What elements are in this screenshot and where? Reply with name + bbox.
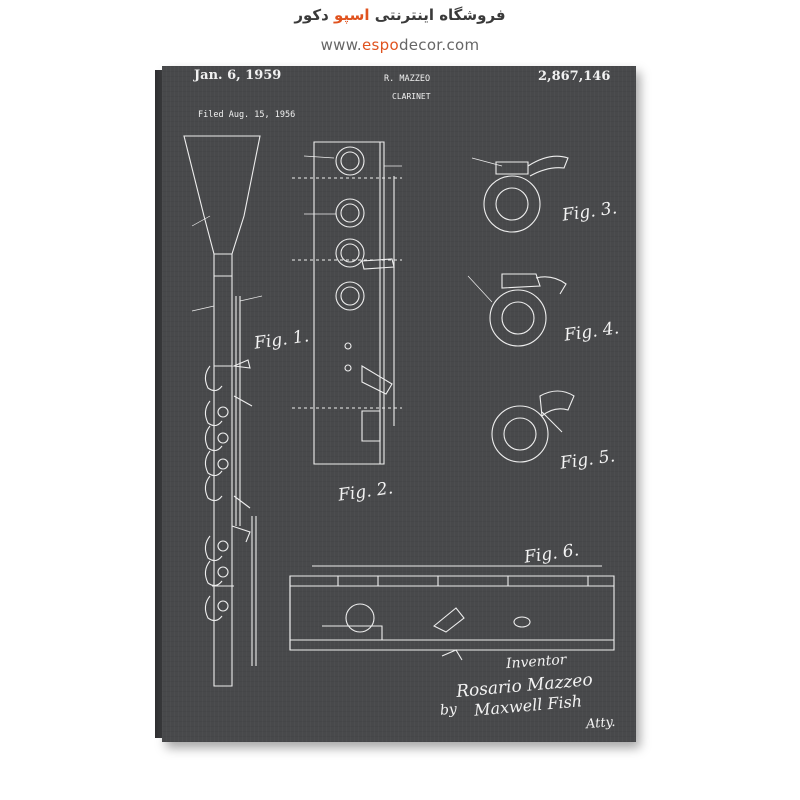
fig6-longitudinal-section: [290, 566, 614, 660]
store-title-end: دکور: [294, 6, 334, 24]
store-title-main: فروشگاه اینترنتی: [369, 6, 505, 24]
by-label: by: [439, 701, 457, 718]
fig2-body-section: [292, 142, 402, 464]
store-title: فروشگاه اینترنتی اسپو دکور: [0, 6, 800, 24]
store-url-prefix: www.: [321, 36, 362, 54]
fig1-clarinet: [184, 136, 260, 686]
store-url[interactable]: www.espodecor.com: [0, 36, 800, 54]
store-url-accent: espo: [362, 36, 399, 54]
fig3-ring: [484, 156, 568, 232]
fig4-ring: [490, 274, 566, 346]
fig5-ring: [492, 391, 574, 462]
patent-drawing: [162, 66, 636, 742]
patent-canvas: Jan. 6, 1959 R. MAZZEO CLARINET 2,867,14…: [162, 66, 636, 742]
store-url-suffix: decor.com: [399, 36, 479, 54]
attorney-label: Atty.: [585, 715, 616, 733]
store-title-accent: اسپو: [334, 6, 369, 24]
